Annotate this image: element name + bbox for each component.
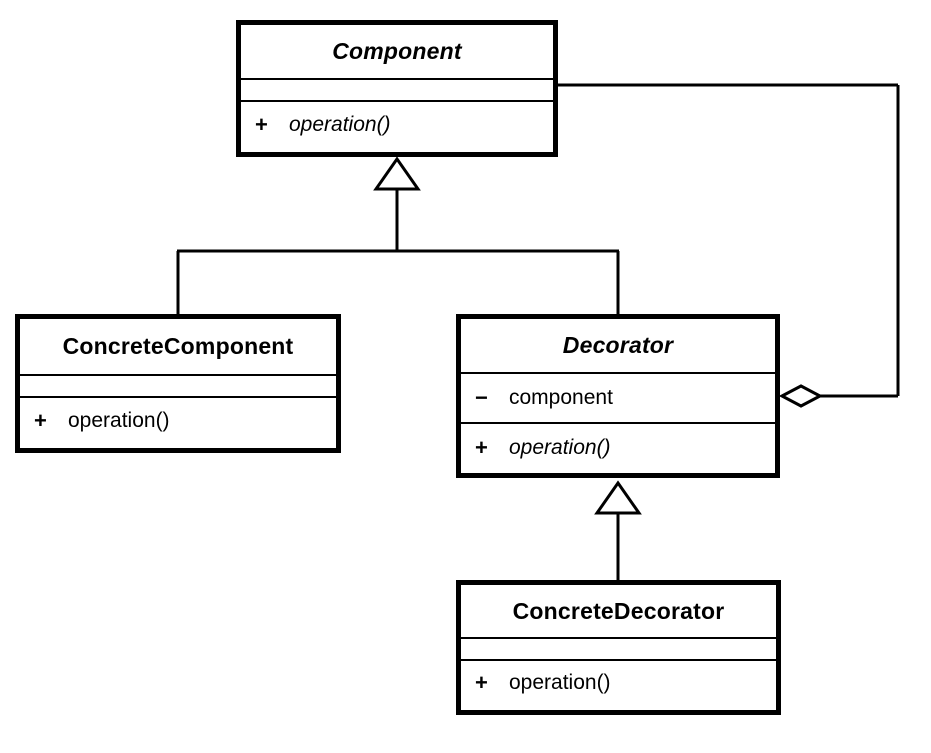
hollow-diamond-icon xyxy=(778,384,824,408)
visibility-marker: + xyxy=(475,435,488,460)
class-name-decorator: Decorator xyxy=(461,319,775,372)
attribute-label: component xyxy=(509,386,613,409)
visibility-marker: + xyxy=(475,670,488,695)
attribute-row-decorator-component: − component xyxy=(461,372,775,422)
uml-class-concretedecorator[interactable]: ConcreteDecorator + operation() xyxy=(456,580,781,715)
visibility-marker: − xyxy=(475,385,488,410)
attributes-compartment-component xyxy=(241,78,553,100)
hollow-triangle-icon-decorator xyxy=(594,480,642,515)
attributes-compartment-concretedecorator xyxy=(461,637,776,659)
generalization-tree-component xyxy=(176,156,620,316)
operation-label: operation() xyxy=(289,112,391,136)
class-name-concretecomponent: ConcreteComponent xyxy=(20,319,336,374)
operation-row-component-operation: + operation() xyxy=(241,100,553,147)
operation-label: operation() xyxy=(509,671,611,694)
visibility-marker: + xyxy=(255,111,268,137)
uml-class-concretecomponent[interactable]: ConcreteComponent + operation() xyxy=(15,314,341,453)
class-name-component: Component xyxy=(241,25,553,78)
operation-label: operation() xyxy=(68,409,170,432)
operation-row-concretedecorator-operation: + operation() xyxy=(461,659,776,705)
uml-class-component[interactable]: Component + operation() xyxy=(236,20,558,157)
operation-row-decorator-operation: + operation() xyxy=(461,422,775,472)
hollow-triangle-icon-component xyxy=(373,156,421,191)
operation-row-concretecomponent-operation: + operation() xyxy=(20,396,336,444)
generalization-concretedecorator-decorator xyxy=(594,480,642,580)
class-name-concretedecorator: ConcreteDecorator xyxy=(461,585,776,637)
uml-class-decorator[interactable]: Decorator − component + operation() xyxy=(456,314,780,478)
visibility-marker: + xyxy=(34,408,47,433)
attributes-compartment-concretecomponent xyxy=(20,374,336,396)
operation-label: operation() xyxy=(509,436,611,459)
